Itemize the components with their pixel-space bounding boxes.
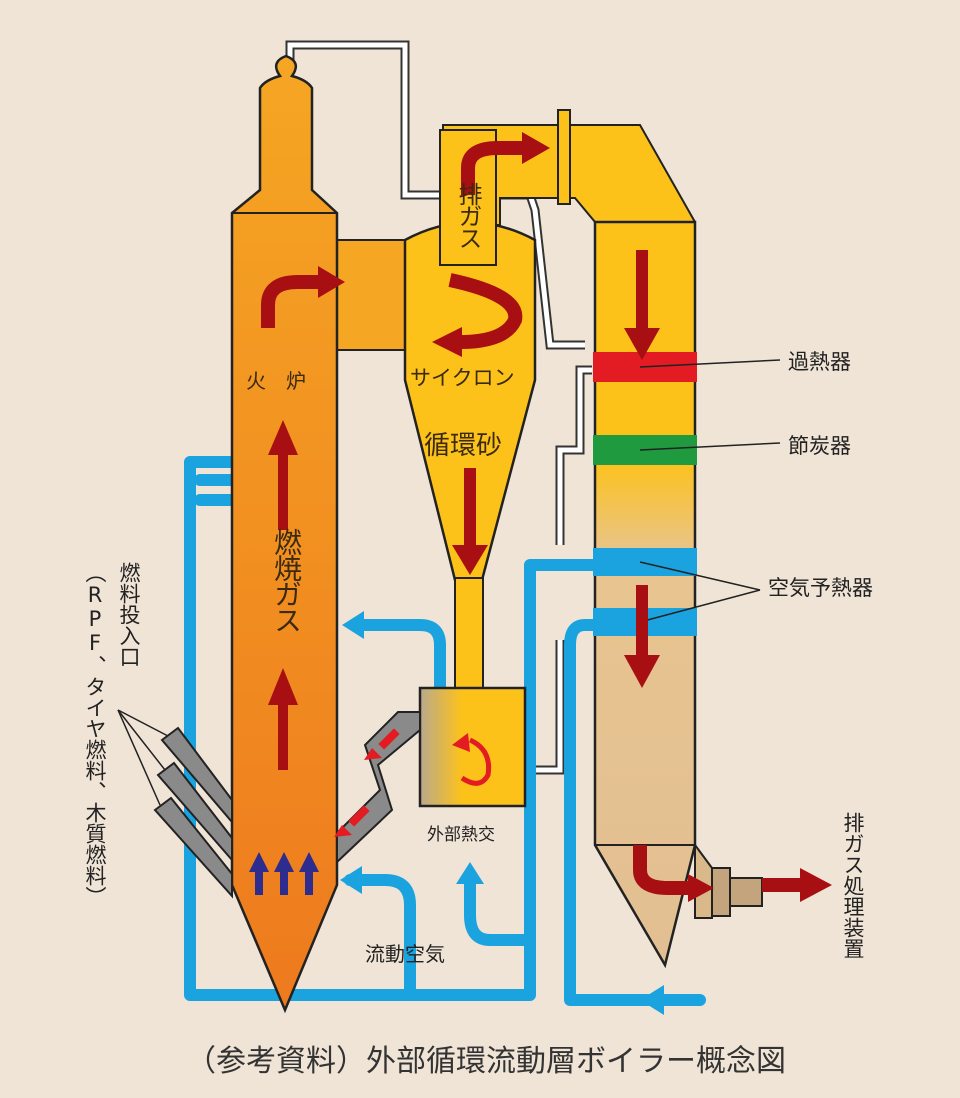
external-heat-exchanger-box: [418, 686, 527, 808]
air-arrowhead-inlet: [640, 985, 664, 1015]
diagram-caption: （参考資料）外部循環流動層ボイラー概念図: [186, 1044, 786, 1079]
furnace-label: 火 炉: [246, 369, 306, 393]
external-heat-exchanger-label: 外部熱交: [427, 825, 495, 845]
exhaust-flange: [711, 867, 731, 917]
exhaust-gas-label: 排ガス: [454, 182, 482, 248]
sand-return-chute: [336, 711, 421, 865]
air-arrowhead-furnace-low: [340, 866, 362, 894]
cyclone-downcomer: [454, 577, 484, 691]
sand-flow-arrows: [334, 728, 492, 837]
fluidizing-air-lines: [184, 456, 706, 1006]
fuel-chutes: [153, 726, 233, 899]
curved-flow-arrows: [261, 141, 690, 895]
superheater-label: 過熱器: [788, 350, 851, 374]
fuel-types-label: （RPF、タイヤ燃料、木質燃料）: [83, 562, 107, 907]
duct-flange: [557, 109, 571, 205]
air-arrowhead-furnace-mid: [342, 611, 364, 639]
circulating-sand-label: 循環砂: [424, 431, 503, 461]
component-leader-lines: [639, 359, 781, 623]
cross-duct: [329, 239, 411, 351]
gas-flow-arrows: [268, 250, 832, 902]
cyclone-body: [403, 221, 537, 582]
exhaust-treatment-label: 排ガス処理装置: [841, 812, 865, 959]
air-arrowhead-hx: [456, 862, 484, 884]
bypass-pipe-mid: [555, 365, 592, 545]
fuel-inlet-label: 燃料投入口: [117, 562, 141, 667]
combustion-gas-label: 燃焼ガス: [270, 528, 303, 632]
furnace-body: [230, 54, 339, 1014]
fluidizing-air-label: 流動空気: [365, 942, 445, 966]
fuel-inlet-leader-lines: [117, 709, 169, 806]
economizer-label: 節炭器: [788, 434, 851, 458]
air-jets: [249, 852, 319, 895]
air-preheater-label: 空気予熱器: [768, 576, 873, 600]
cyclone-label: サイクロン: [410, 366, 515, 390]
